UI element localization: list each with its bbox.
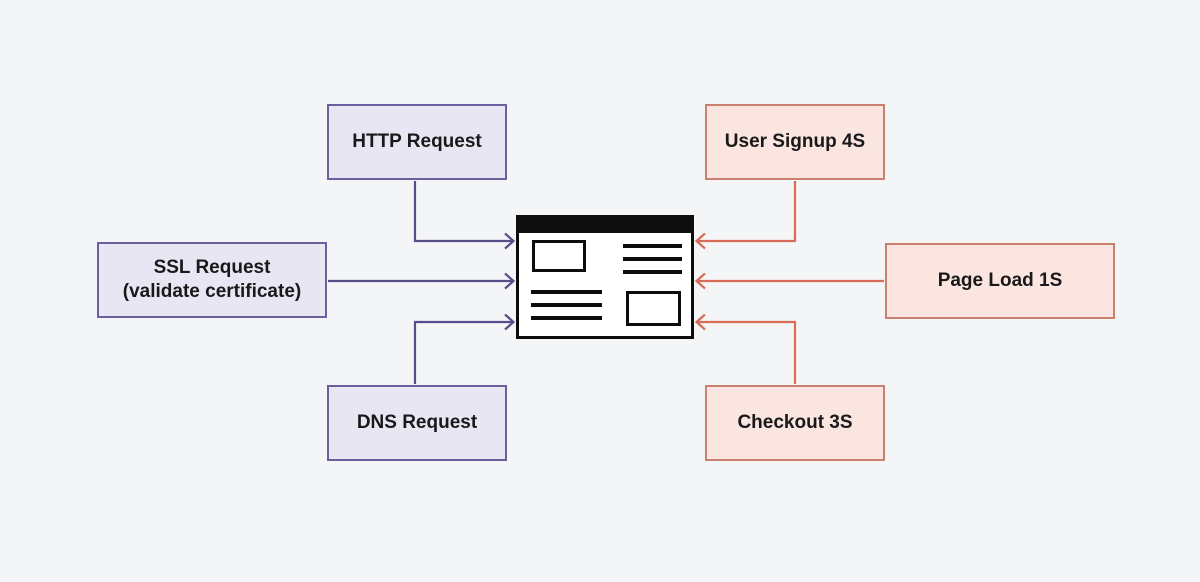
browser-text-line [623, 257, 682, 261]
node-checkout: Checkout 3S [705, 385, 885, 461]
node-ssl-request-label: SSL Request (validate certificate) [122, 256, 302, 302]
connector-checkout [694, 313, 797, 384]
browser-text-line [531, 290, 602, 294]
browser-content-image-top-left [532, 240, 586, 272]
connector-dns-request [413, 313, 516, 384]
browser-text-line [623, 270, 682, 274]
node-http-request: HTTP Request [327, 104, 507, 180]
connector-user-signup [694, 181, 797, 250]
node-dns-request-label: DNS Request [356, 411, 478, 433]
browser-window-icon [516, 215, 694, 339]
node-user-signup-label: User Signup 4S [724, 130, 866, 152]
node-checkout-label: Checkout 3S [737, 411, 853, 433]
node-dns-request: DNS Request [327, 385, 507, 461]
connector-ssl-request [328, 272, 516, 290]
connector-http-request [413, 181, 516, 250]
browser-text-line [531, 316, 602, 320]
node-user-signup: User Signup 4S [705, 104, 885, 180]
browser-text-line [623, 244, 682, 248]
node-page-load-label: Page Load 1S [937, 269, 1063, 291]
node-ssl-request: SSL Request (validate certificate) [97, 242, 327, 318]
node-http-request-label: HTTP Request [352, 130, 482, 152]
browser-content-image-bottom-right [626, 291, 681, 326]
node-page-load: Page Load 1S [885, 243, 1115, 319]
browser-titlebar [519, 218, 691, 233]
connector-page-load [694, 272, 884, 290]
browser-text-line [531, 303, 602, 307]
